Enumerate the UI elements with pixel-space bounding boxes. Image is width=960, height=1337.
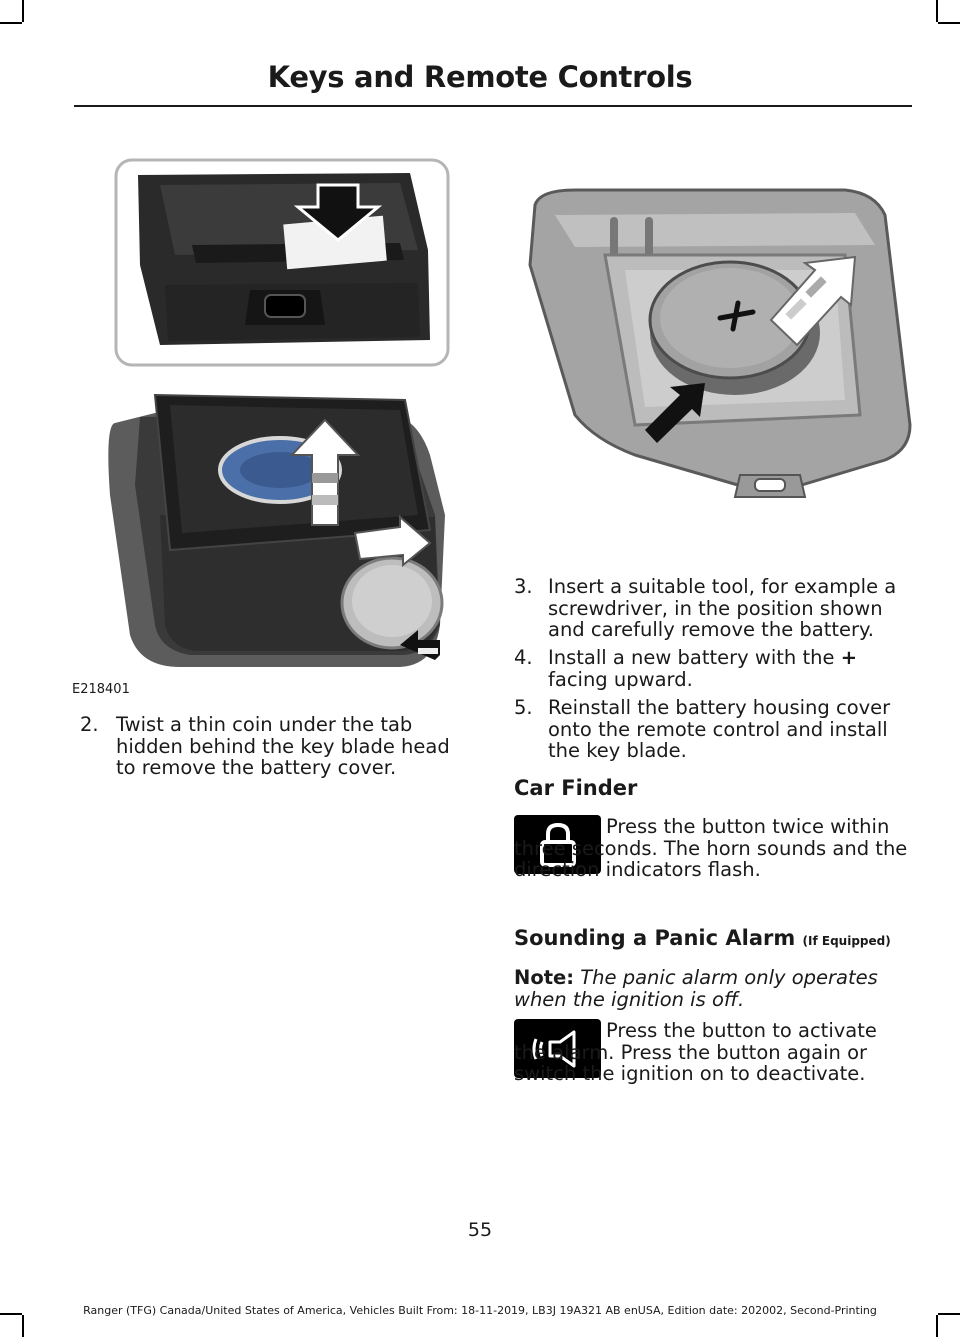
step-text: Twist a thin coin under the tab hidden b… xyxy=(116,713,450,779)
header-divider xyxy=(74,105,912,107)
figure-id: E218401 xyxy=(72,682,130,697)
step-3: 3. Insert a suitable tool, for example a… xyxy=(514,576,908,641)
lock-icon xyxy=(539,822,576,867)
step-5: 5. Reinstall the battery housing cover o… xyxy=(514,697,908,762)
crop-mark xyxy=(938,1313,960,1315)
crop-mark xyxy=(0,1313,22,1315)
battery-cover-removal-illustration xyxy=(108,158,450,667)
lock-button-graphic xyxy=(514,815,601,874)
if-equipped-label: (If Equipped) xyxy=(802,934,891,948)
crop-mark xyxy=(936,0,938,22)
step-text: Insert a suitable tool, for example a sc… xyxy=(548,575,897,641)
step-2: 2. Twist a thin coin under the tab hidde… xyxy=(80,714,470,779)
car-finder-text: Press the button twice within three seco… xyxy=(514,815,908,881)
panic-button-graphic xyxy=(514,1019,601,1078)
panic-alarm-heading-text: Sounding a Panic Alarm xyxy=(514,926,796,950)
footer-text: Ranger (TFG) Canada/United States of Ame… xyxy=(83,1304,877,1317)
page-number: 55 xyxy=(467,1219,493,1241)
battery-removal-illustration xyxy=(528,188,912,498)
car-finder-heading: Car Finder xyxy=(514,776,638,800)
step-text: Install a new battery with the + facing … xyxy=(548,647,908,690)
crop-mark xyxy=(22,1315,24,1337)
panic-text: Press the button to activate the alarm. … xyxy=(514,1019,877,1085)
note-label: Note: xyxy=(514,966,575,989)
step-number: 4. xyxy=(514,646,533,669)
step-number: 3. xyxy=(514,575,533,598)
step-number: 2. xyxy=(80,713,99,736)
panic-alarm-heading: Sounding a Panic Alarm (If Equipped) xyxy=(514,926,891,950)
crop-mark xyxy=(936,1315,938,1337)
crop-mark xyxy=(0,22,22,24)
plus-symbol: + xyxy=(840,646,858,669)
step-text: Reinstall the battery housing cover onto… xyxy=(548,696,891,762)
note-text: The panic alarm only operates when the i… xyxy=(514,966,878,1011)
crop-mark xyxy=(938,22,960,24)
crop-mark xyxy=(22,0,24,22)
horn-icon xyxy=(532,1030,575,1067)
step-4: 4. Install a new battery with the + faci… xyxy=(514,647,908,690)
step-text-after: facing upward. xyxy=(548,667,693,691)
step-number: 5. xyxy=(514,696,533,719)
step-text-before: Install a new battery with the xyxy=(548,646,841,669)
panic-note: Note: The panic alarm only operates when… xyxy=(514,967,908,1010)
page-title: Keys and Remote Controls xyxy=(267,60,693,94)
